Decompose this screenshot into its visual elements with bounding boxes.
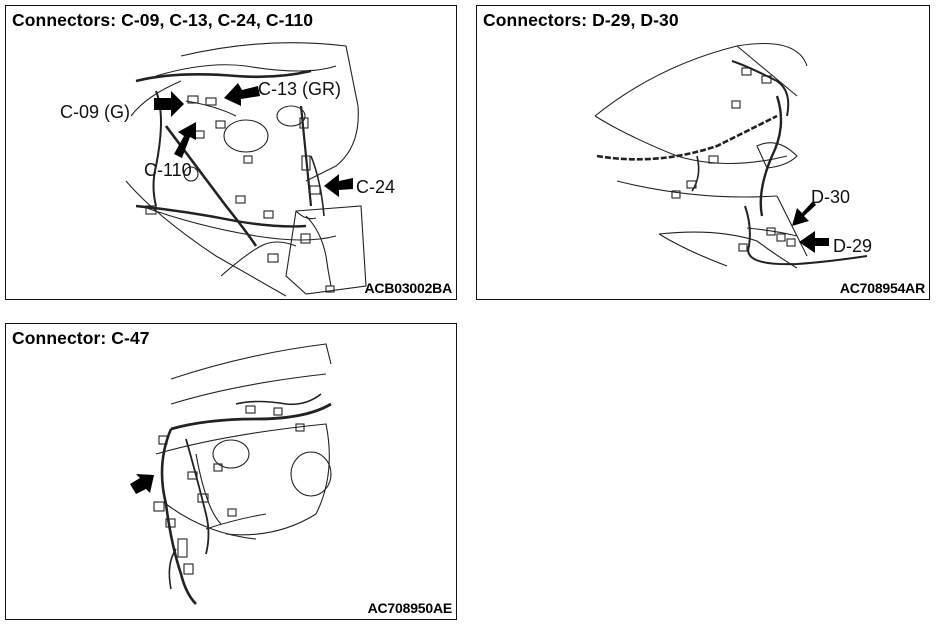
figure-code: AC708950AE [367, 600, 453, 616]
arrow-icon [799, 231, 829, 253]
figure-code: AC708954AR [839, 280, 925, 296]
panel-title: Connectors: D-29, D-30 [483, 10, 679, 30]
label-c13: C-13 (GR) [258, 79, 341, 99]
panel-title: Connector: C-47 [12, 328, 150, 348]
dash-side-harness-drawing [130, 343, 332, 605]
arrow-icon [224, 83, 260, 106]
arrow-icon [154, 91, 184, 117]
label-d30: D-30 [811, 187, 850, 207]
arrow-icon [174, 122, 196, 158]
panel-dashboard-connectors: C-09 (G) C-13 (GR) C-110 C-24 Connectors… [5, 5, 457, 300]
label-c110: C-110 [144, 160, 192, 180]
label-c09: C-09 (G) [60, 102, 130, 122]
panel-rear-connectors: D-30 D-29 Connectors: D-29, D-30 AC70895… [476, 5, 930, 300]
arrow-icon [130, 474, 154, 494]
figure-code: ACB03002BA [364, 280, 453, 296]
rear-harness-drawing: D-30 D-29 [594, 43, 872, 269]
arrow-icon [792, 201, 816, 226]
arrow-icon [324, 174, 353, 197]
panel-c47-connector: Connector: C-47 AC708950AE [5, 323, 457, 620]
panel-title: Connectors: C-09, C-13, C-24, C-110 [12, 10, 314, 30]
dashboard-harness-drawing: C-09 (G) C-13 (GR) C-110 C-24 [60, 42, 395, 297]
label-d29: D-29 [833, 236, 872, 256]
label-c24: C-24 [356, 177, 395, 197]
